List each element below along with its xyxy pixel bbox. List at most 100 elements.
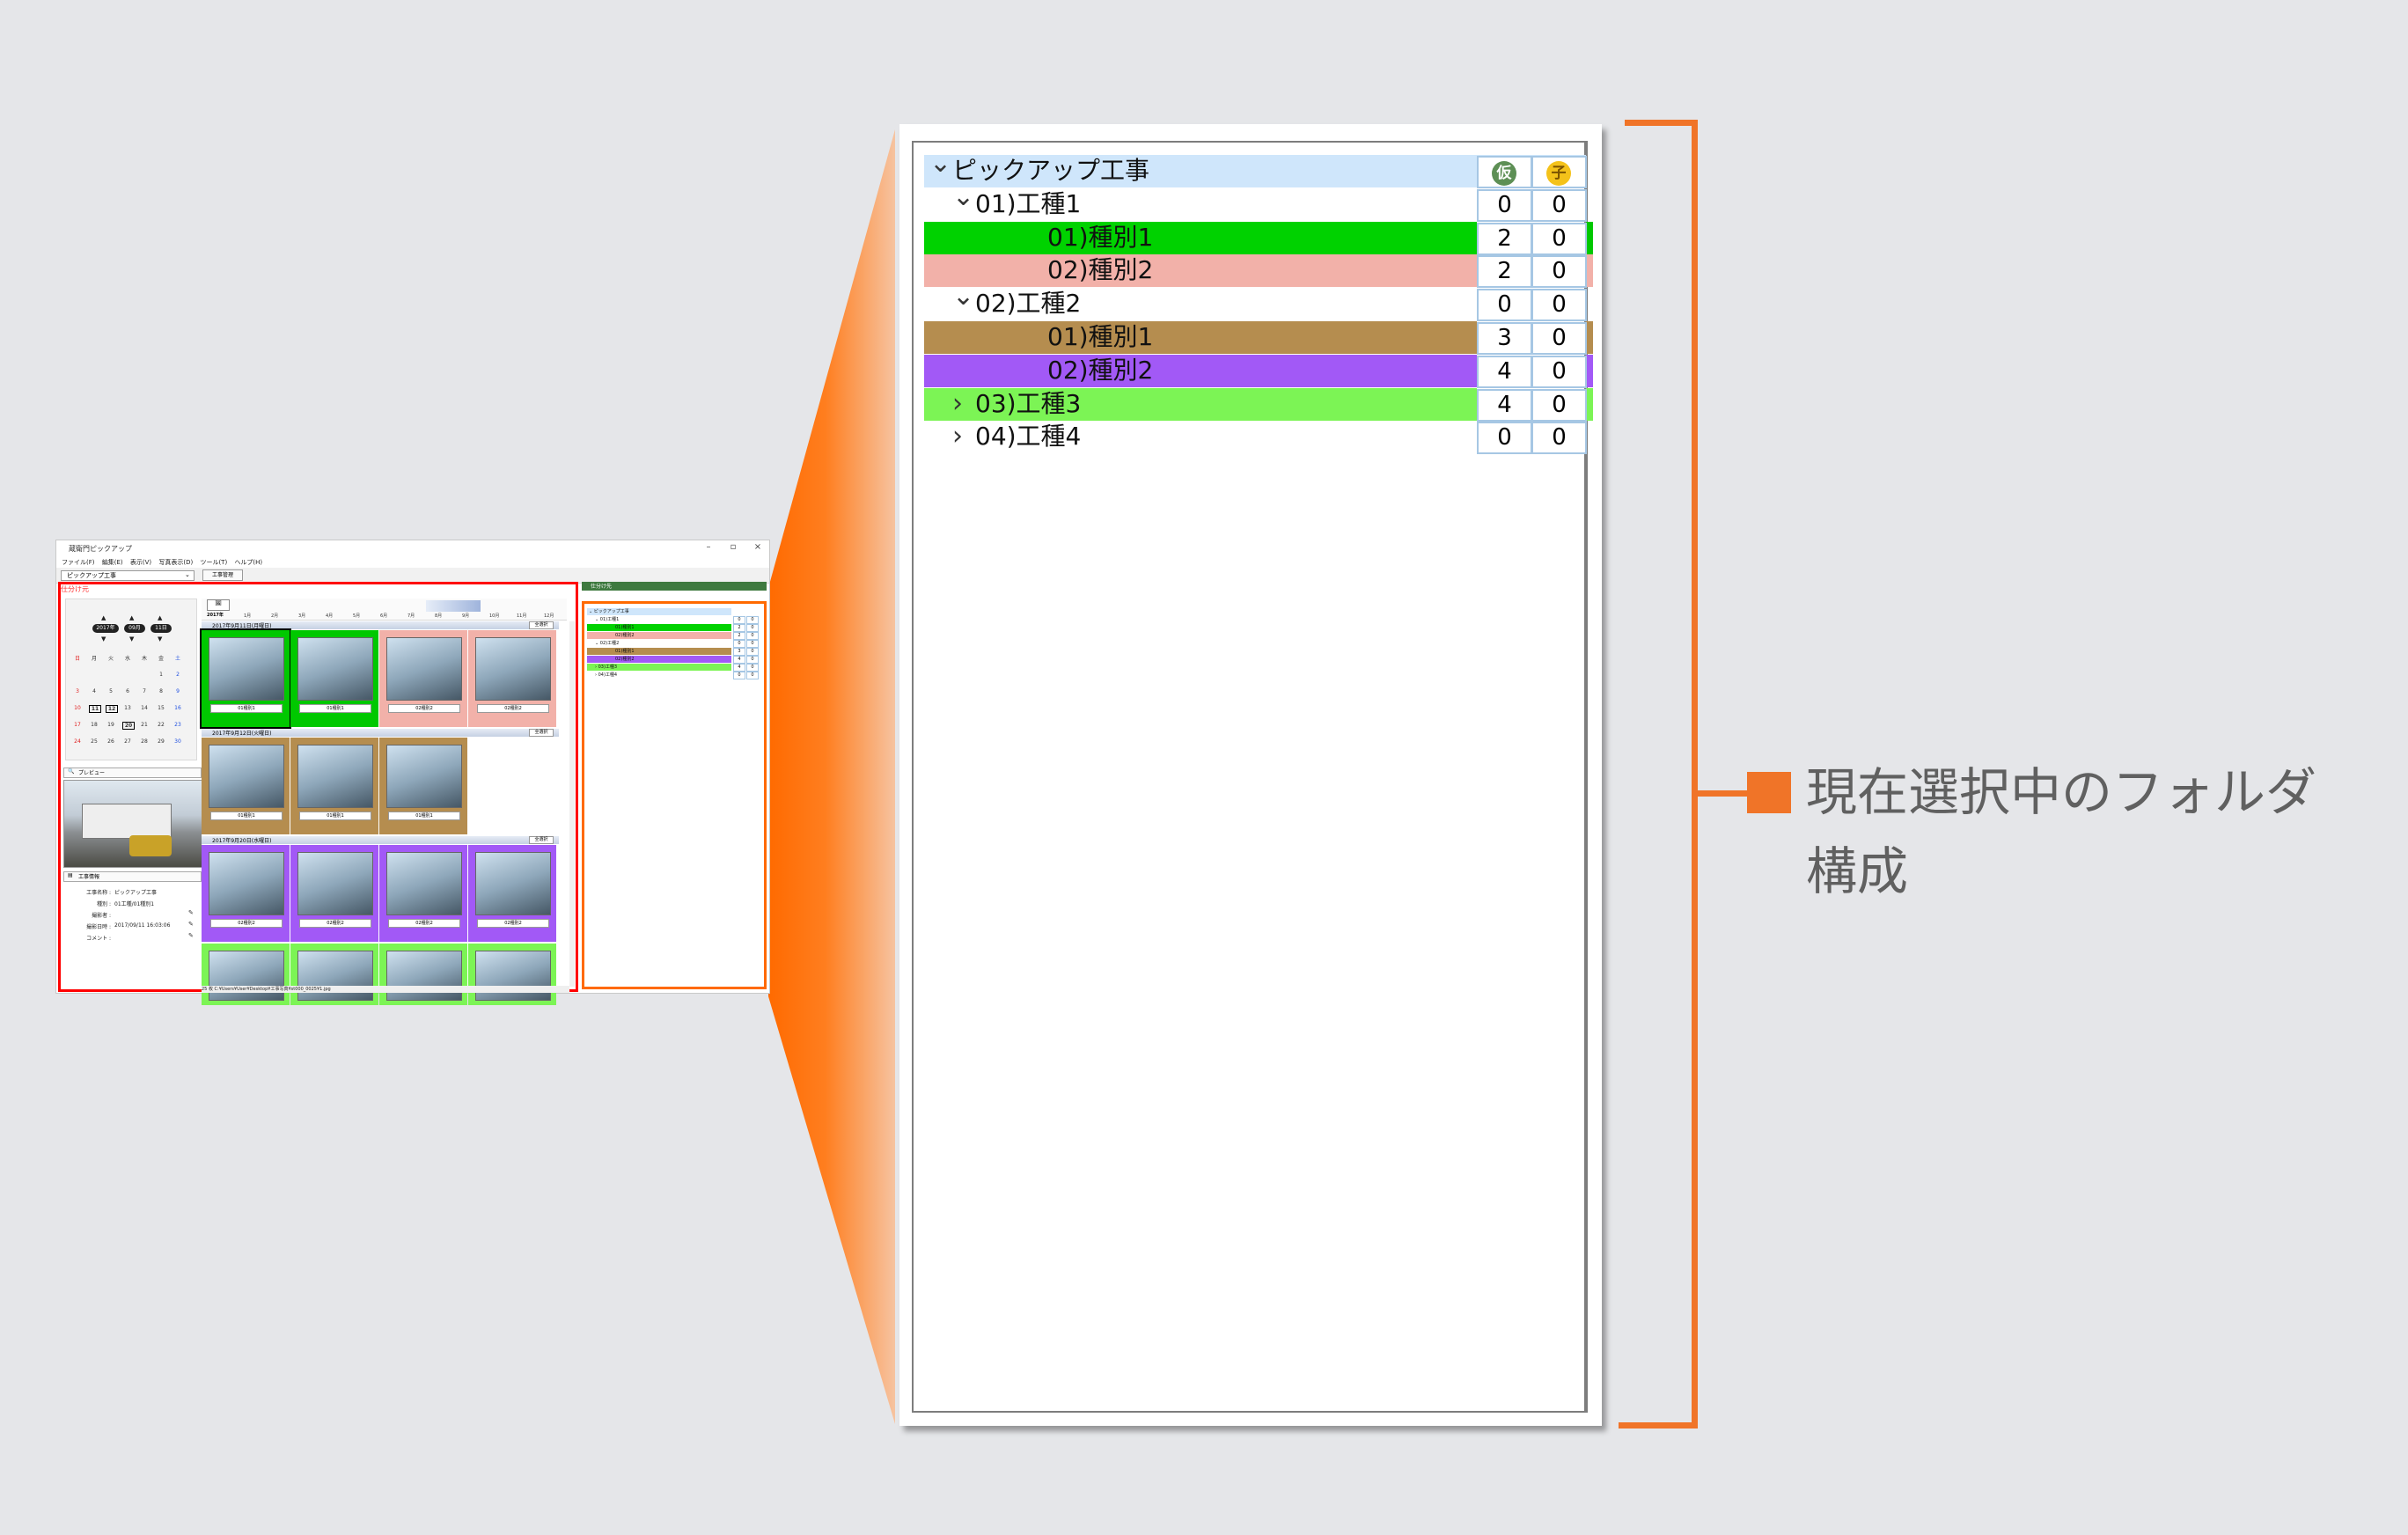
calendar-day[interactable]: 1 <box>159 672 163 678</box>
pencil-icon[interactable]: ✎ <box>188 921 194 928</box>
menu-photo-view[interactable]: 写真表示(D) <box>158 559 194 566</box>
day-up-icon[interactable]: ▲ <box>158 614 163 621</box>
calendar-day[interactable]: 20 <box>122 722 135 730</box>
calendar-day[interactable]: 26 <box>107 738 114 745</box>
menu-help[interactable]: ヘルプ(H) <box>234 559 263 566</box>
timeline-month[interactable]: 2月 <box>271 613 279 619</box>
chevron-down-icon[interactable]: ⌄ <box>929 148 952 179</box>
month-field[interactable]: 09月 <box>124 624 145 633</box>
calendar-day[interactable]: 25 <box>91 738 98 745</box>
timeline-month[interactable]: 12月 <box>544 613 554 619</box>
select-all-button[interactable]: 全選択 <box>529 836 554 844</box>
calendar-day[interactable]: 28 <box>141 738 148 745</box>
photo-thumbnail[interactable] <box>468 944 556 1005</box>
timeline-month[interactable]: 7月 <box>407 613 415 619</box>
calendar-day[interactable]: 21 <box>141 722 148 728</box>
month-up-icon[interactable]: ▲ <box>129 614 135 621</box>
chevron-right-icon[interactable]: › <box>952 421 963 452</box>
calendar-day[interactable]: 27 <box>124 738 131 745</box>
calendar-day[interactable]: 6 <box>126 688 129 694</box>
tree-row[interactable]: ⌄ピックアップ工事仮子 <box>924 150 1593 188</box>
calendar-day[interactable]: 18 <box>91 722 98 728</box>
timeline-month[interactable]: 8月 <box>435 613 443 619</box>
calendar-day[interactable]: 24 <box>74 738 81 745</box>
timeline-month[interactable]: 10月 <box>489 613 500 619</box>
pencil-icon[interactable]: ✎ <box>188 932 194 939</box>
menu-tools[interactable]: ツール(T) <box>200 559 228 566</box>
year-up-icon[interactable]: ▲ <box>101 614 106 621</box>
photo-thumbnail[interactable]: 01種別1 <box>202 738 290 834</box>
chevron-down-icon[interactable]: ⌄ <box>952 180 975 212</box>
photo-thumbnail[interactable]: 01種別1 <box>290 738 378 834</box>
photo-thumbnail[interactable]: 01種別1 <box>290 630 378 727</box>
pencil-icon[interactable]: ✎ <box>188 909 194 916</box>
timeline-month[interactable]: 1月 <box>244 613 252 619</box>
photo-thumbnail[interactable]: 02種別2 <box>379 845 467 942</box>
calendar-day[interactable]: 29 <box>158 738 165 745</box>
photo-thumbnail[interactable]: 02種別2 <box>468 630 556 727</box>
timeline-month[interactable]: 5月 <box>353 613 361 619</box>
project-manage-button[interactable]: 工事管理 <box>202 569 243 581</box>
photo-icon[interactable]: 🖼 <box>207 599 230 611</box>
maximize-icon[interactable]: ▫ <box>730 542 737 552</box>
calendar-day[interactable]: 17 <box>74 722 81 728</box>
calendar-day[interactable]: 11 <box>89 705 101 713</box>
calendar-day[interactable]: 30 <box>174 738 181 745</box>
select-all-button[interactable]: 全選択 <box>529 729 554 737</box>
day-down-icon[interactable]: ▼ <box>158 635 163 643</box>
calendar-day[interactable]: 23 <box>174 722 181 728</box>
calendar-day[interactable]: 4 <box>92 688 96 694</box>
chevron-right-icon[interactable]: › <box>952 387 963 419</box>
close-icon[interactable]: × <box>753 542 762 552</box>
calendar-day[interactable]: 12 <box>106 705 118 713</box>
calendar-day[interactable]: 5 <box>109 688 113 694</box>
photo-thumbnail[interactable] <box>202 944 290 1005</box>
calendar-day[interactable]: 14 <box>141 705 148 711</box>
timeline-month[interactable]: 9月 <box>462 613 470 619</box>
info-select[interactable]: ▤ 工事情報 <box>63 871 202 882</box>
calendar-day[interactable]: 2 <box>176 672 180 678</box>
mini-tree-row[interactable]: ⌄ ピックアップ工事 <box>587 608 761 615</box>
timeline-month[interactable]: 3月 <box>298 613 306 619</box>
year-down-icon[interactable]: ▼ <box>101 635 106 643</box>
photo-thumbnail[interactable] <box>379 944 467 1005</box>
photo-thumbnail[interactable]: 02種別2 <box>202 845 290 942</box>
menu-edit[interactable]: 編集(E) <box>101 559 123 566</box>
calendar-day[interactable]: 8 <box>159 688 163 694</box>
calendar-day[interactable]: 15 <box>158 705 165 711</box>
day-field[interactable]: 11日 <box>150 624 172 633</box>
calendar-day[interactable]: 9 <box>176 688 180 694</box>
timeline-month[interactable]: 11月 <box>517 613 527 619</box>
calendar-day[interactable]: 13 <box>124 705 131 711</box>
month-down-icon[interactable]: ▼ <box>129 635 135 643</box>
calendar-day[interactable]: 16 <box>174 705 181 711</box>
menu-view[interactable]: 表示(V) <box>129 559 152 566</box>
year-field[interactable]: 2017年 <box>92 624 119 633</box>
photo-thumbnail[interactable]: 02種別2 <box>379 630 467 727</box>
chevron-down-icon[interactable]: ⌄ <box>952 281 975 312</box>
photo-scrollbar[interactable] <box>569 621 575 987</box>
minimize-icon[interactable]: – <box>706 542 711 552</box>
preview-select[interactable]: 🔍 プレビュー <box>63 768 202 778</box>
select-all-button[interactable]: 全選択 <box>529 621 554 629</box>
calendar-day[interactable]: 7 <box>143 688 146 694</box>
calendar-day[interactable]: 22 <box>158 722 165 728</box>
project-select[interactable]: ピックアップ工事 ⌄ <box>61 570 195 581</box>
photo-thumbnail[interactable] <box>290 944 378 1005</box>
